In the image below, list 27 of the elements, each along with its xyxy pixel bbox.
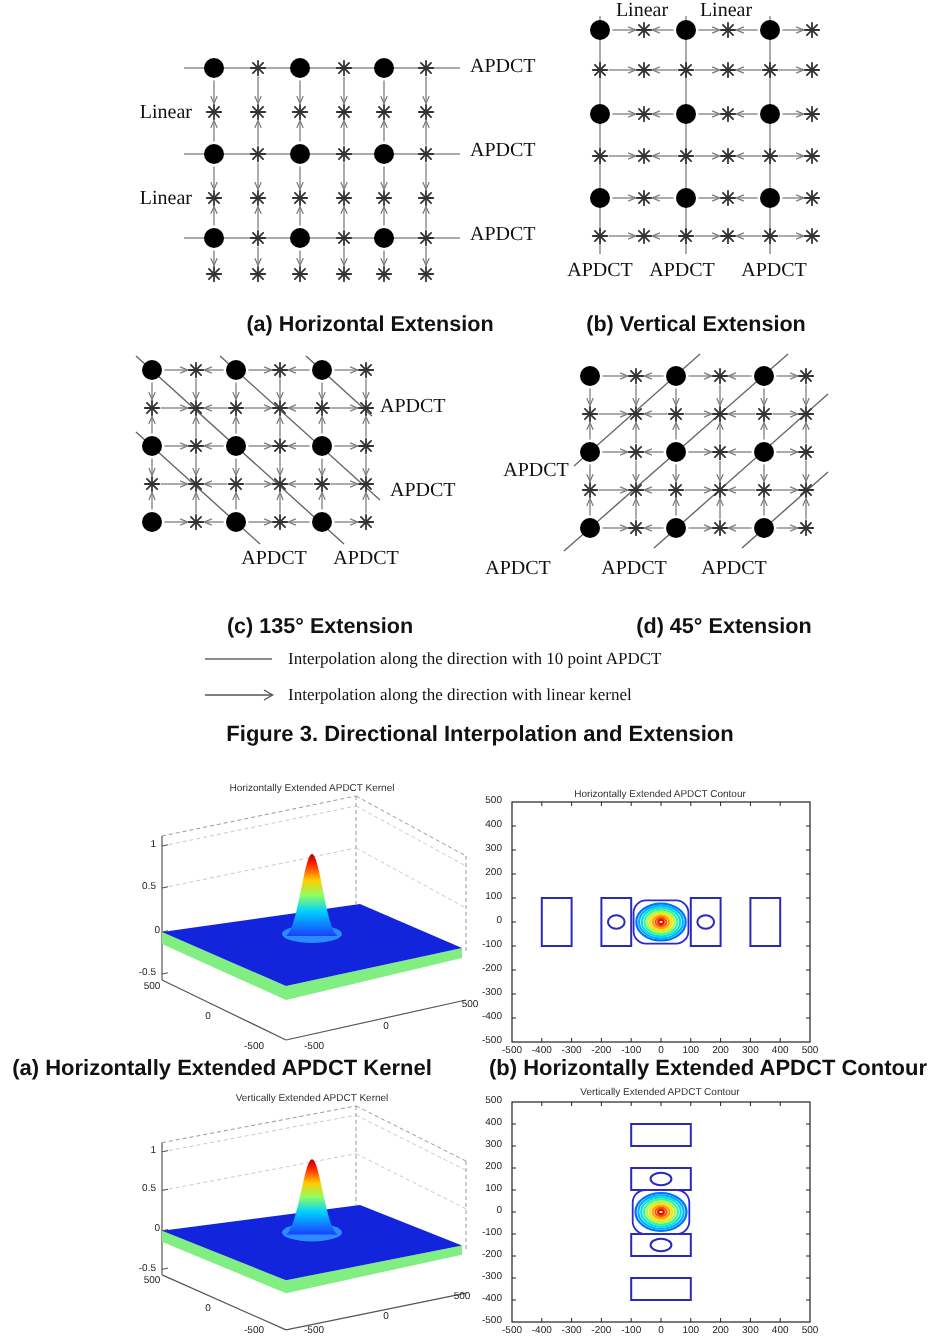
direction-label: APDCT xyxy=(390,482,456,502)
direction-label: APDCT xyxy=(485,560,551,580)
subfigure-caption: (b) Vertical Extension xyxy=(586,315,806,337)
subfigure-caption: (b) Horizontally Extended APDCT Contour xyxy=(489,1058,927,1080)
figure-caption: Figure 3. Directional Interpolation and Extension xyxy=(226,725,734,747)
direction-label: APDCT xyxy=(470,226,536,246)
direction-label: Linear xyxy=(699,1,753,21)
legend-label: Interpolation along the direction with linear kernel xyxy=(288,685,632,703)
direction-label: APDCT xyxy=(601,560,667,580)
direction-label: APDCT xyxy=(470,142,536,162)
direction-label: APDCT xyxy=(503,462,569,482)
direction-label: APDCT xyxy=(380,398,446,418)
direction-label: APDCT xyxy=(741,262,807,282)
subfigure-caption: (c) 135° Extension xyxy=(226,617,414,639)
direction-label: APDCT xyxy=(241,550,307,570)
direction-label: APDCT xyxy=(701,560,767,580)
direction-label: APDCT xyxy=(649,262,715,282)
direction-label: Linear xyxy=(139,190,192,210)
direction-label: Linear xyxy=(139,104,192,124)
subfigure-caption: (d) 45° Extension xyxy=(636,617,812,639)
direction-label: APDCT xyxy=(333,550,399,570)
direction-label: APDCT xyxy=(567,262,633,282)
subfigure-caption: (a) Horizontally Extended APDCT Kernel xyxy=(12,1058,432,1080)
direction-label: Linear xyxy=(615,1,669,21)
direction-label: APDCT xyxy=(470,58,536,78)
subfigure-caption: (a) Horizontal Extension xyxy=(246,315,494,337)
legend-label: Interpolation along the direction with 10 point APDCT xyxy=(288,649,662,667)
